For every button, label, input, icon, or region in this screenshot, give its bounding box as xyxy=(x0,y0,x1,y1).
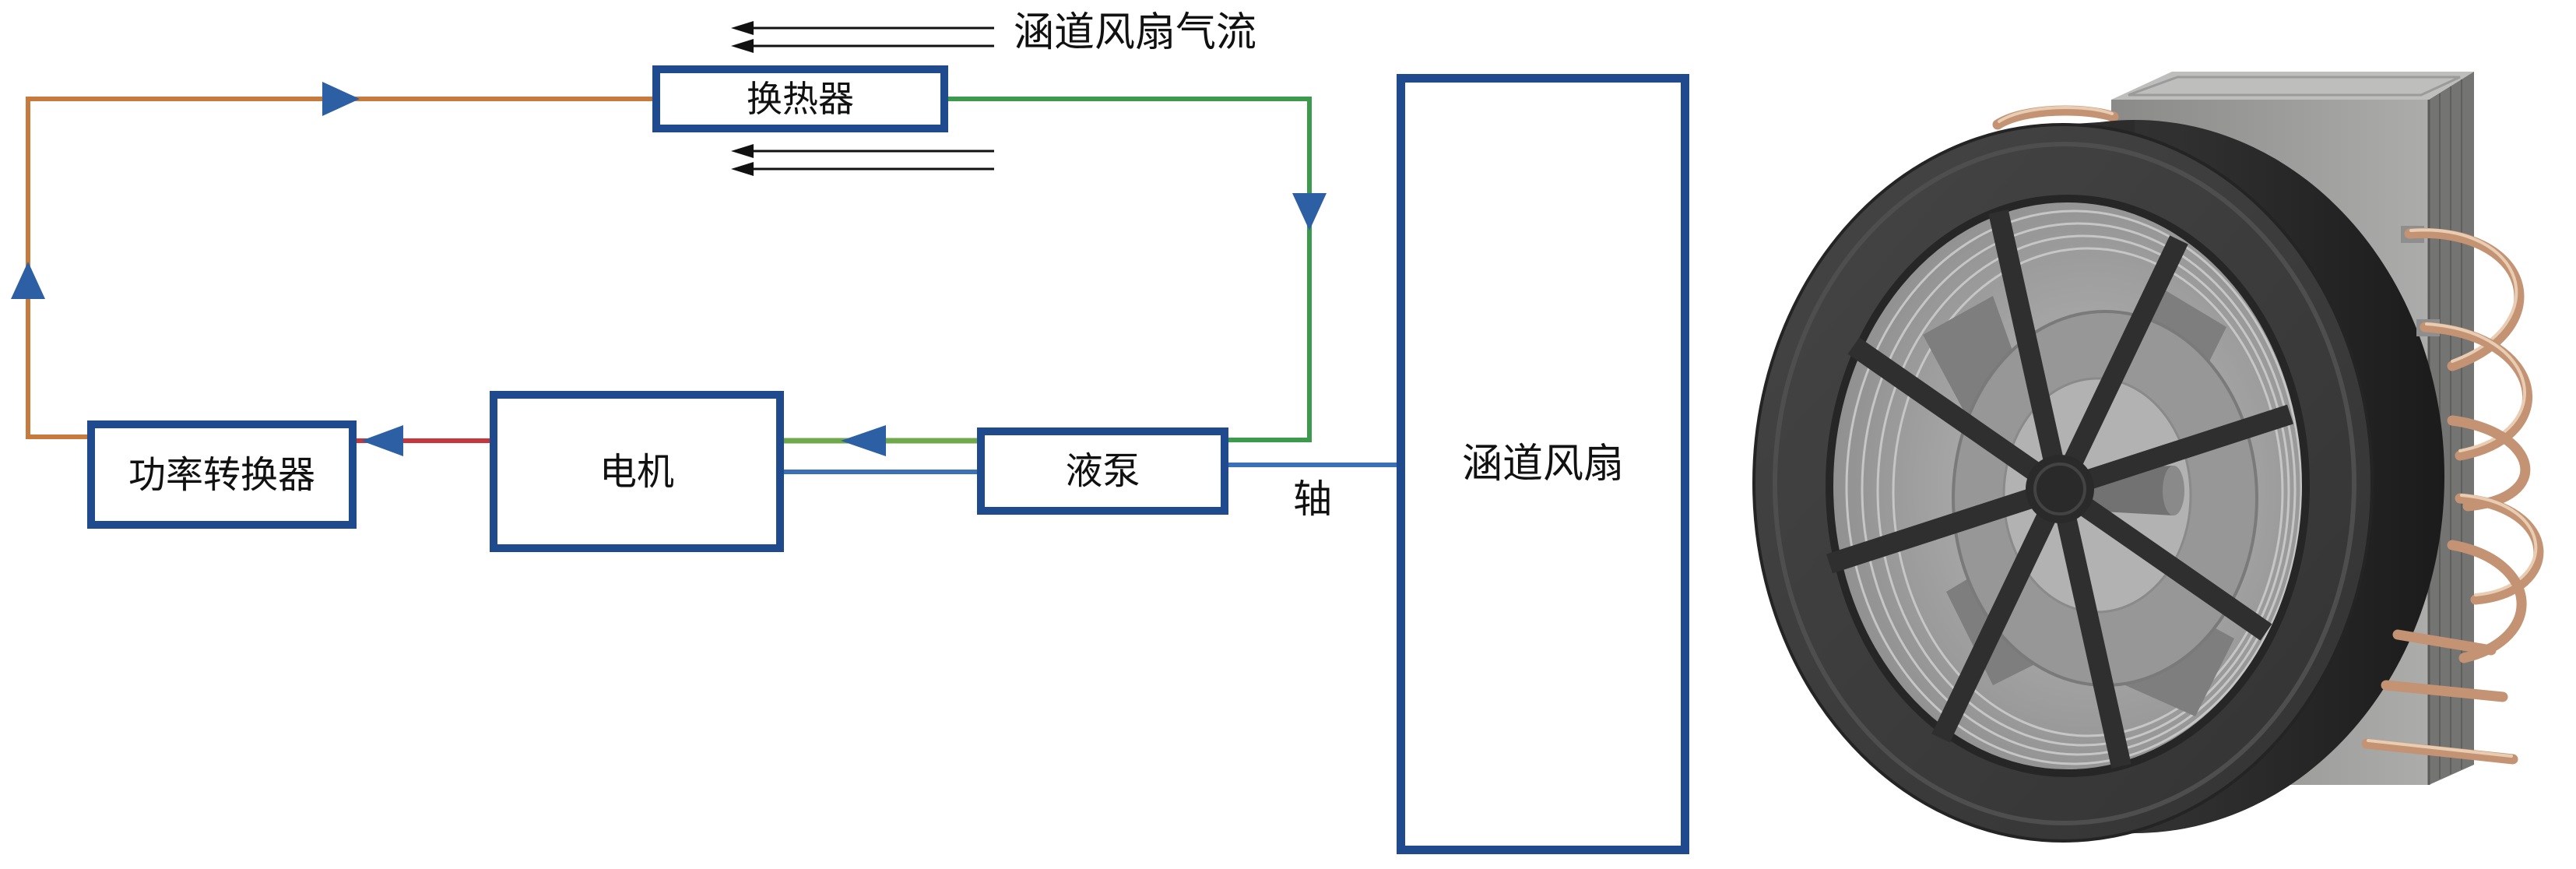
liquid-pump-box: 液泵 xyxy=(977,427,1228,515)
fan-hub-ring xyxy=(2033,463,2086,515)
fan-duct xyxy=(1752,120,2444,843)
fan-spoke xyxy=(1931,484,2069,743)
heat-exchanger-label: 换热器 xyxy=(747,78,854,120)
heat-exchanger-box: 换热器 xyxy=(652,65,948,132)
heat-sink-fin-ring xyxy=(1861,222,2297,756)
arrowhead-left xyxy=(361,425,403,456)
ducted-fan-box: 涵道风扇 xyxy=(1397,74,1689,854)
fan-spoke xyxy=(2050,487,2131,769)
fan-spoke xyxy=(1988,209,2070,491)
fan-spoke xyxy=(2054,480,2272,641)
ducted-fan-render xyxy=(1752,72,2544,843)
airflow-arrowhead xyxy=(731,39,754,53)
radiator-top-face xyxy=(2111,72,2474,100)
airflow-label: 涵道风扇气流 xyxy=(1014,9,1257,56)
airflow-arrow xyxy=(731,144,994,158)
duct-opening-edge xyxy=(1826,195,2310,777)
arrowhead-down xyxy=(1292,193,1327,230)
arrowhead-up xyxy=(11,262,45,299)
power-converter-label: 功率转换器 xyxy=(128,452,315,497)
airflow-arrows xyxy=(731,21,994,176)
copper-tube-highlight xyxy=(2460,494,2538,596)
airflow-arrow xyxy=(731,39,994,53)
arrowhead-left xyxy=(841,425,886,456)
copper-tube xyxy=(1992,105,2119,130)
ducted-fan-label: 涵道风扇 xyxy=(1461,441,1624,487)
arrowhead-right xyxy=(322,82,360,116)
shaft-label: 轴 xyxy=(1293,477,1332,522)
fan-spoke xyxy=(1826,479,2064,574)
heat-sink-fin-ring xyxy=(1892,247,2284,737)
copper-tube-highlight xyxy=(2425,322,2526,452)
copper-tube-highlight xyxy=(1998,106,2114,123)
airflow-arrowhead xyxy=(731,144,754,158)
motor-label: 电机 xyxy=(599,449,674,494)
airflow-arrow xyxy=(731,162,994,176)
copper-tube-stub xyxy=(2392,629,2497,656)
copper-tube-stub xyxy=(2361,738,2518,765)
radiator-top-frame xyxy=(2128,76,2461,97)
power-converter-box: 功率转换器 xyxy=(87,420,357,529)
airflow-arrowhead xyxy=(731,21,754,35)
copper-tube xyxy=(2455,493,2544,605)
motor-box: 电机 xyxy=(490,391,784,552)
fan-spoke xyxy=(2051,235,2188,494)
cold-coolant-line xyxy=(947,97,1312,442)
fan-spoke xyxy=(1847,337,2066,498)
airflow-arrow xyxy=(731,21,994,35)
fan-spoke xyxy=(2056,404,2294,499)
copper-tube-stub xyxy=(2381,680,2508,702)
duct-lip-highlight xyxy=(1773,142,2356,825)
copper-tube-highlight xyxy=(2367,739,2513,758)
hot-coolant-line xyxy=(26,97,654,439)
airflow-arrowhead xyxy=(731,162,754,176)
copper-tubes-side xyxy=(2361,226,2544,765)
heat-sink-fin-ring xyxy=(1845,209,2303,765)
copper-tube xyxy=(2420,322,2533,461)
liquid-pump-label: 液泵 xyxy=(1065,449,1140,493)
heat-sink-fin-ring xyxy=(1876,234,2290,747)
motor-shaft-end xyxy=(2163,466,2184,515)
